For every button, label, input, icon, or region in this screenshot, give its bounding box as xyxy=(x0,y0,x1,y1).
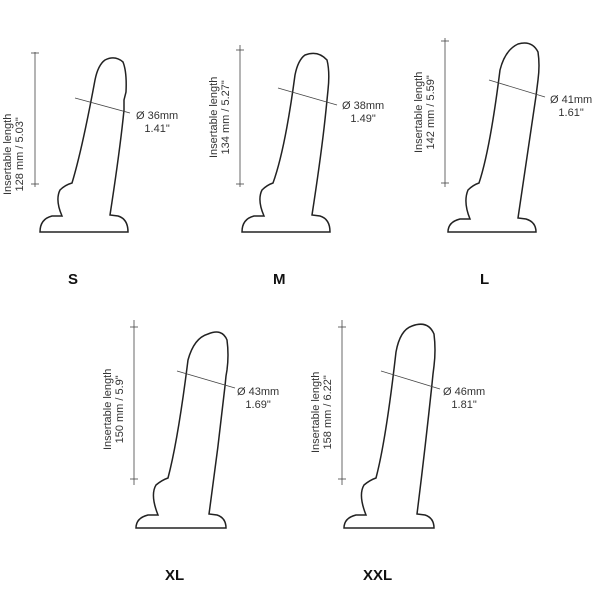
size-panel-xxl: Insertable length 158 mm / 6.22" Ø 46mm … xyxy=(300,310,500,600)
product-outline-icon xyxy=(31,52,131,233)
diameter-label: Ø 41mm 1.61" xyxy=(550,94,593,119)
length-label: Insertable length 158 mm / 6.22" xyxy=(310,371,334,453)
size-panel-s: Insertable length 128 mm / 5.03" Ø 36mm … xyxy=(0,0,200,300)
size-panel-xl: Insertable length 150 mm / 5.9" Ø 43mm 1… xyxy=(90,310,290,600)
size-panel-l: Insertable length 142 mm / 5.59" Ø 41mm … xyxy=(400,0,600,300)
product-outline-icon xyxy=(130,320,236,529)
size-letter: XL xyxy=(165,567,185,584)
size-letter: M xyxy=(273,271,286,288)
diameter-label: Ø 36mm 1.41" xyxy=(136,110,179,135)
product-outline-icon xyxy=(236,45,338,233)
diameter-label: Ø 43mm 1.69" xyxy=(237,386,280,411)
length-label: Insertable length 142 mm / 5.59" xyxy=(413,71,437,153)
diameter-label: Ø 38mm 1.49" xyxy=(342,100,385,125)
length-label: Insertable length 128 mm / 5.03" xyxy=(2,113,26,195)
size-letter: S xyxy=(68,271,79,288)
length-label: Insertable length 134 mm / 5.27" xyxy=(208,76,232,158)
size-letter: XXL xyxy=(363,567,393,584)
size-letter: L xyxy=(480,271,490,288)
size-panel-m: Insertable length 134 mm / 5.27" Ø 38mm … xyxy=(200,0,400,300)
diameter-label: Ø 46mm 1.81" xyxy=(443,386,486,411)
product-outline-icon xyxy=(338,320,441,529)
product-outline-icon xyxy=(441,38,546,233)
length-label: Insertable length 150 mm / 5.9" xyxy=(102,368,126,450)
